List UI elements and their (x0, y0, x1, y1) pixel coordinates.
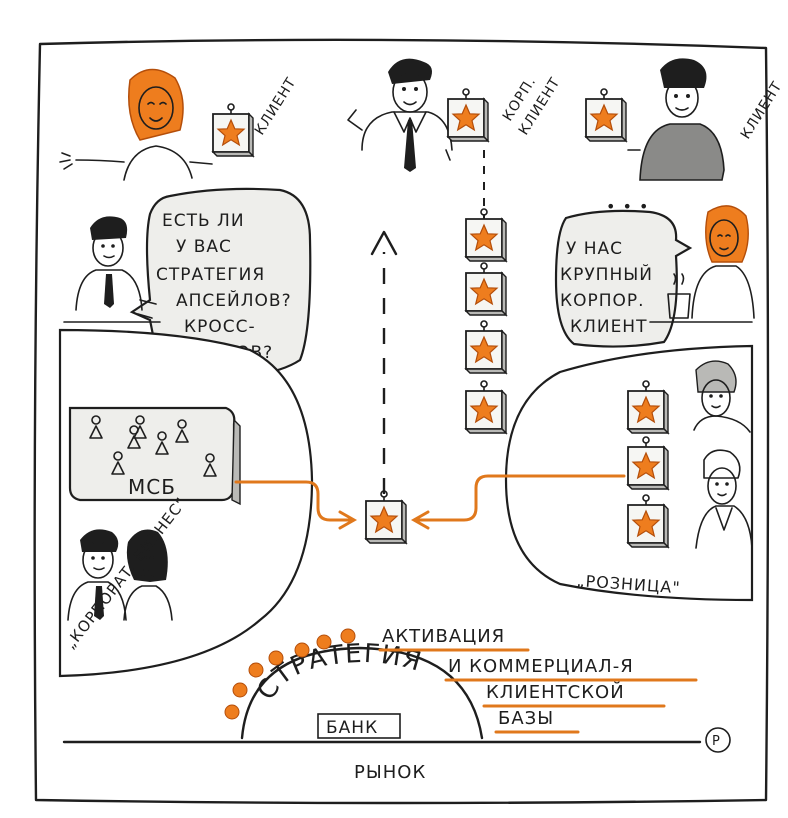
bank-label: БАНК (326, 718, 378, 738)
answer-line-3: КОРПОР. (560, 291, 645, 311)
msb-box: МСБ (68, 406, 241, 506)
activation-line-2: И КОММЕРЦИАЛ-Я (448, 656, 634, 677)
client-woman-figure (59, 68, 213, 181)
question-line-5: КРОСС- (184, 317, 256, 337)
star-box-icon (465, 208, 507, 262)
outer-frame (33, 38, 770, 805)
corner-mark: Р (712, 734, 721, 749)
star-box-icon (447, 88, 489, 142)
answer-bubble: • • • У НАС КРУПНЫЙ КОРПОР. КЛИЕНТ (554, 197, 693, 348)
answer-line-1: У НАС (566, 239, 623, 259)
answer-line-2: КРУПНЫЙ (560, 263, 653, 285)
arrow-right-icon (234, 480, 352, 522)
star-box-icon (365, 490, 407, 544)
dashed-arrow-up-head (370, 230, 398, 256)
activation-line-3: КЛИЕНТСКОЙ (486, 681, 625, 703)
bank-employee-woman-figure (649, 205, 755, 323)
answer-line-4: КЛИЕНТ (570, 317, 647, 337)
star-box-icon (585, 88, 627, 142)
question-line-1: ЕСТЬ ЛИ (162, 211, 245, 231)
question-line-4: АПСЕЙЛОВ? (176, 289, 292, 311)
corner-mark-circle (705, 727, 731, 753)
client-label-left: КЛИЕНТ (252, 75, 300, 138)
orange-dot-icon (224, 628, 356, 720)
arrow-left-icon (416, 474, 626, 522)
market-label: РЫНОК (354, 762, 426, 783)
star-box-icon (212, 103, 254, 157)
activation-line-1: АКТИВАЦИЯ (382, 626, 505, 647)
star-box-icon (465, 320, 507, 374)
ellipsis-dots: • • • (606, 197, 649, 216)
question-line-2: У ВАС (176, 237, 232, 257)
retail-people-figures (693, 360, 753, 549)
question-line-3: СТРАТЕГИЯ (156, 265, 265, 285)
client-label-right: КЛИЕНТ (738, 79, 786, 142)
star-box-icon (465, 262, 507, 316)
client-man-figure (627, 58, 725, 181)
person-icon (89, 415, 217, 477)
star-box-icon (465, 380, 507, 434)
corporate-people-figures (67, 529, 173, 621)
corporate-client-figure (347, 58, 453, 172)
arrow-left-head (410, 510, 430, 530)
activation-text: АКТИВАЦИЯ И КОММЕРЦИАЛ-Я КЛИЕНТСКОЙ БАЗЫ (378, 626, 698, 734)
bank-employee-figure (63, 216, 161, 323)
msb-label: МСБ (128, 475, 176, 499)
arrow-right-head (338, 510, 358, 530)
activation-line-4: БАЗЫ (498, 708, 554, 729)
